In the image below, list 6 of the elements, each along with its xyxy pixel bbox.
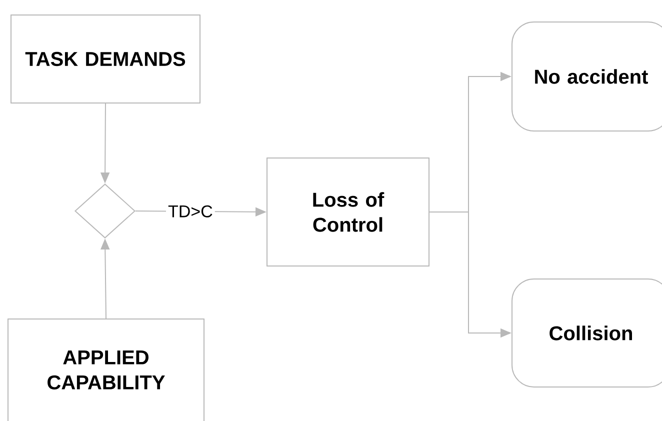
process-box: TASK DEMANDS <box>10 14 200 104</box>
process-box: Loss of Control <box>266 158 430 266</box>
outcome-box: No accident <box>512 22 662 132</box>
outcome-box: Collision <box>512 278 662 388</box>
edge-label: TD>C <box>166 203 215 220</box>
process-box: APPLIED CAPABILITY <box>8 318 204 421</box>
